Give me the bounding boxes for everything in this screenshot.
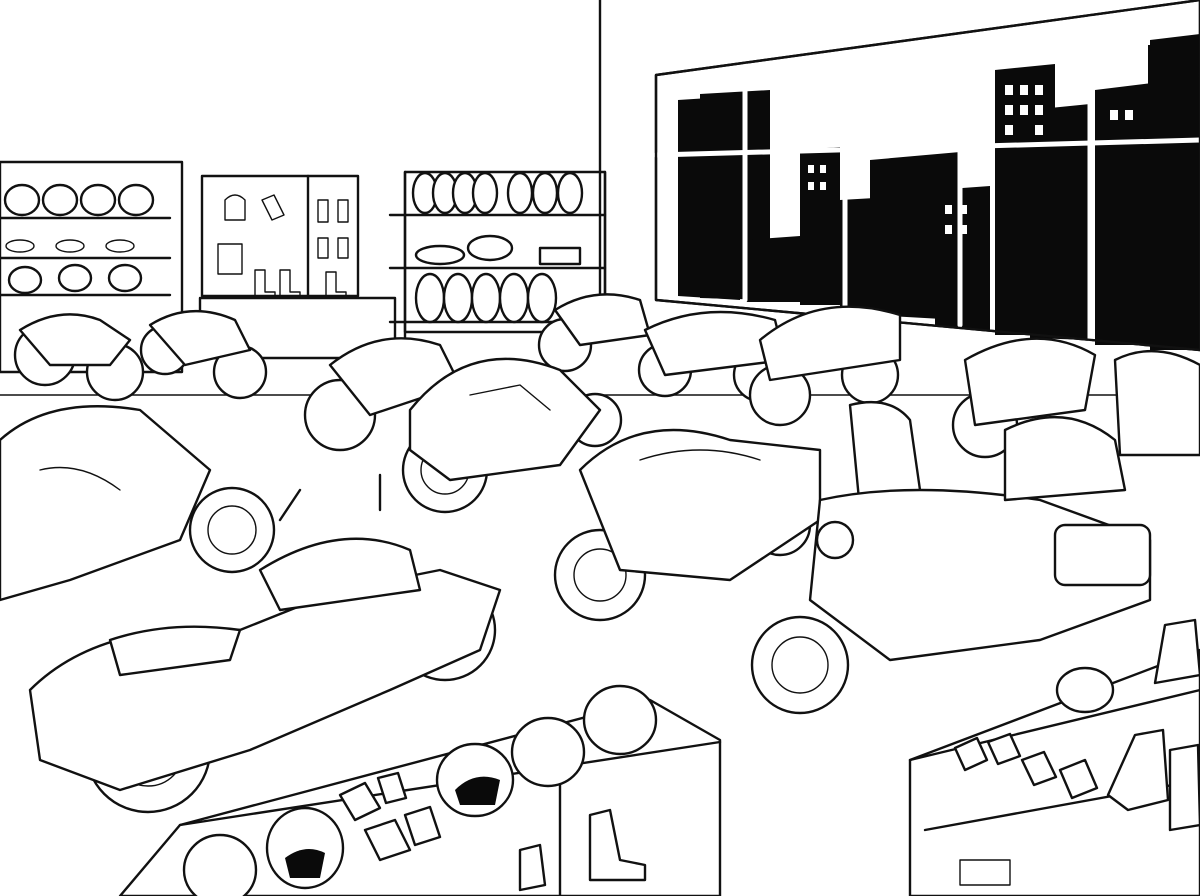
- glove-icon: [953, 732, 1099, 800]
- motorcycle-touring: [750, 401, 1152, 715]
- helmet-icon: [1055, 666, 1115, 714]
- motorcycle-sport-center: [553, 428, 822, 622]
- helmet-icon: [3, 183, 155, 295]
- motorcycle-icon: [748, 305, 902, 427]
- glove-icon: [5, 239, 135, 253]
- motorcycle-row-back: [13, 293, 1200, 459]
- glove-icon: [338, 771, 442, 862]
- right-display-table: [908, 618, 1200, 896]
- motorcycle-icon: [13, 313, 145, 402]
- motorcycle-icon: [1113, 350, 1200, 457]
- window-city-skyline: [653, 0, 1200, 352]
- tire-icon: [411, 171, 584, 324]
- motorcycle-icon: [303, 337, 462, 452]
- motorcycle-icon: [139, 310, 268, 400]
- motorcycle-cruiser-front: [28, 473, 502, 814]
- motorcycle-icon: [951, 337, 1097, 459]
- motorcycle-cruiser-left: [0, 405, 276, 602]
- tire-rack: [388, 170, 607, 342]
- motorcycle-icon: [537, 293, 652, 373]
- boot-icon: [1106, 618, 1200, 832]
- motorcycle-sport-mid: [401, 357, 623, 514]
- front-display-table: [118, 684, 722, 896]
- glove-icon: [224, 194, 349, 259]
- skyline-icon: [678, 34, 1200, 350]
- boot-icon: [518, 808, 647, 892]
- helmet-icon: [182, 684, 658, 896]
- boot-icon: [254, 269, 347, 298]
